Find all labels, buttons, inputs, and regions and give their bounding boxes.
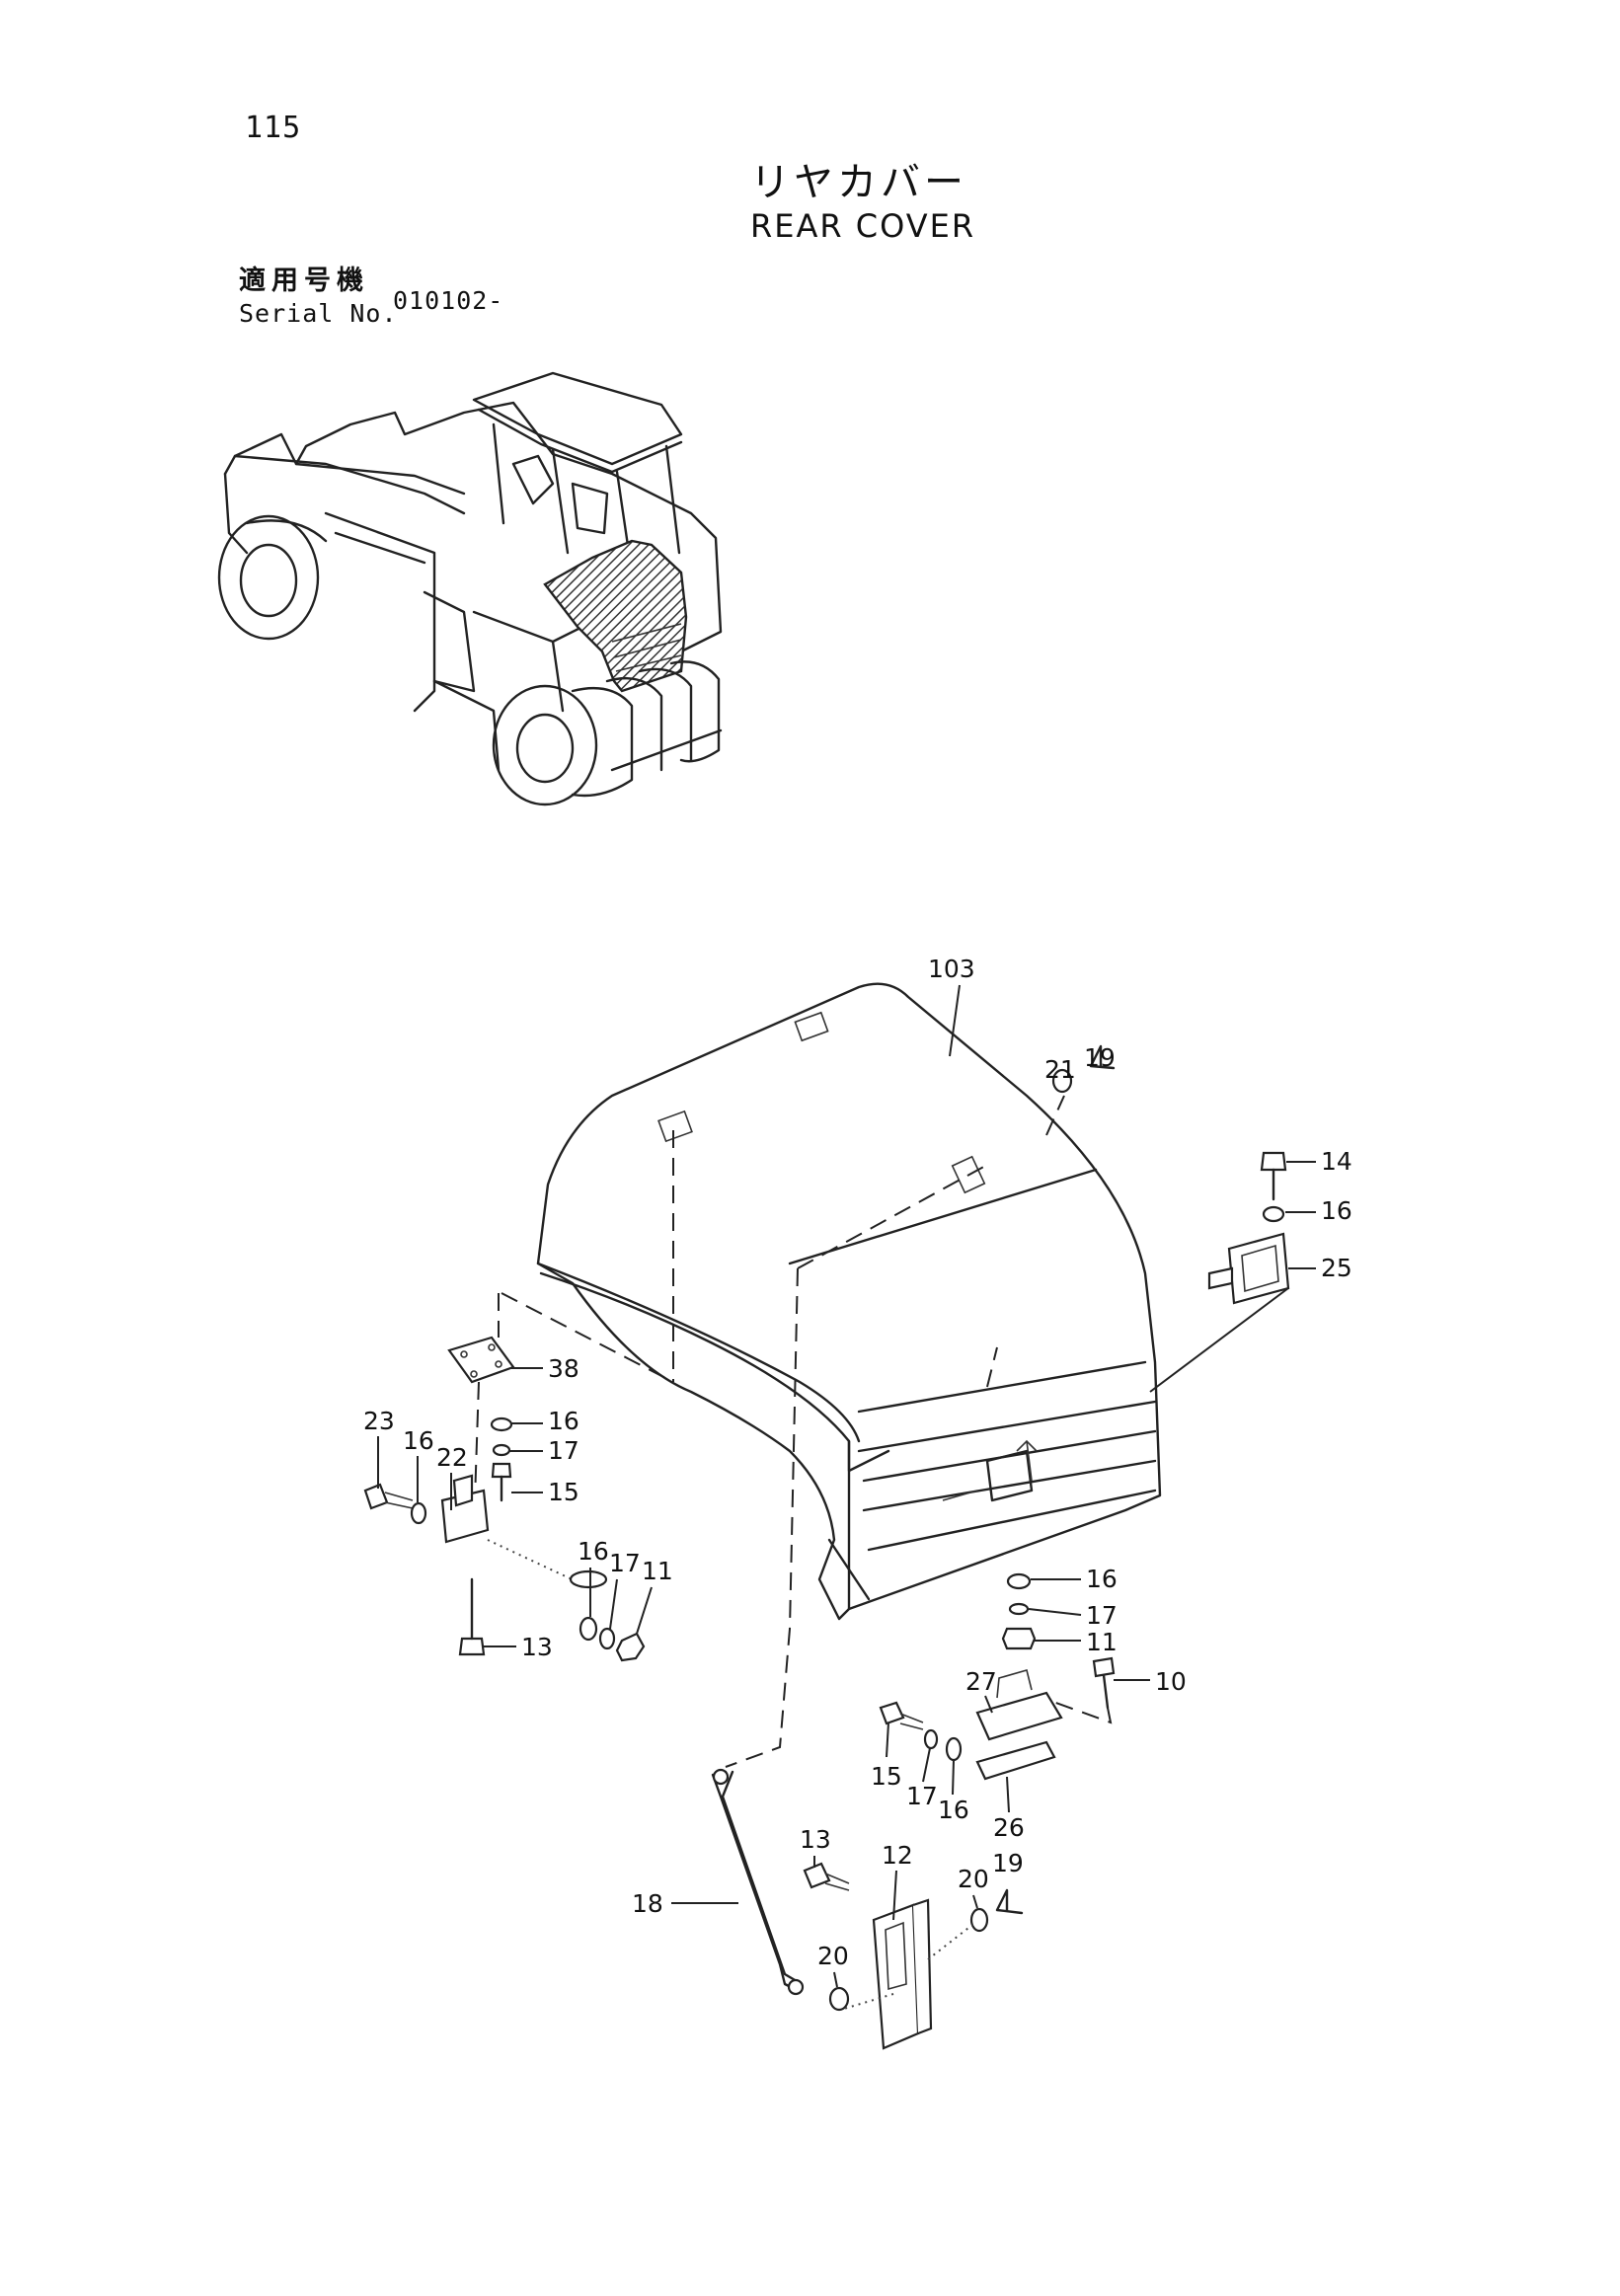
callout-16: 16 bbox=[938, 1796, 969, 1824]
callout-17: 17 bbox=[548, 1436, 579, 1465]
callout-38: 38 bbox=[548, 1354, 579, 1383]
callout-13: 13 bbox=[521, 1633, 553, 1661]
callout-16: 16 bbox=[548, 1407, 579, 1435]
callout-10: 10 bbox=[1155, 1667, 1187, 1696]
callout-103: 103 bbox=[928, 955, 975, 983]
callout-26: 26 bbox=[993, 1813, 1025, 1842]
callout-17: 17 bbox=[906, 1782, 938, 1810]
callout-11: 11 bbox=[1086, 1628, 1118, 1656]
serial-range: 010102- bbox=[393, 286, 504, 315]
callout-15: 15 bbox=[548, 1478, 579, 1506]
callout-16: 16 bbox=[1321, 1196, 1352, 1225]
callout-19: 19 bbox=[1084, 1043, 1116, 1072]
callout-17: 17 bbox=[609, 1549, 641, 1577]
machine-overview-illustration bbox=[217, 371, 723, 806]
callout-18: 18 bbox=[632, 1889, 663, 1918]
callout-20: 20 bbox=[958, 1865, 989, 1893]
callout-16: 16 bbox=[578, 1537, 609, 1566]
page-number: 115 bbox=[245, 111, 302, 145]
callout-20: 20 bbox=[817, 1942, 849, 1970]
callout-19: 19 bbox=[992, 1849, 1024, 1877]
callout-16: 16 bbox=[403, 1426, 434, 1455]
rear-cover-assembly bbox=[536, 982, 1162, 1621]
callout-21: 21 bbox=[1044, 1055, 1076, 1084]
callout-13: 13 bbox=[800, 1825, 831, 1854]
callout-14: 14 bbox=[1321, 1147, 1352, 1176]
callout-22: 22 bbox=[436, 1443, 468, 1472]
title-english: REAR COVER bbox=[750, 207, 976, 245]
callout-16: 16 bbox=[1086, 1565, 1118, 1593]
callout-25: 25 bbox=[1321, 1254, 1352, 1282]
callout-27: 27 bbox=[965, 1667, 997, 1696]
callout-12: 12 bbox=[882, 1841, 913, 1870]
callout-17: 17 bbox=[1086, 1601, 1118, 1630]
callout-11: 11 bbox=[642, 1557, 673, 1585]
serial-label-japanese: 適用号機 bbox=[239, 266, 369, 296]
callout-15: 15 bbox=[871, 1762, 902, 1791]
callout-labels: 103 21 19 14 16 25 38 16 17 15 23 16 22 … bbox=[363, 955, 1352, 1988]
callout-23: 23 bbox=[363, 1407, 395, 1435]
title-japanese: リヤカバー bbox=[750, 160, 967, 205]
serial-label-english: Serial No. bbox=[239, 299, 398, 328]
